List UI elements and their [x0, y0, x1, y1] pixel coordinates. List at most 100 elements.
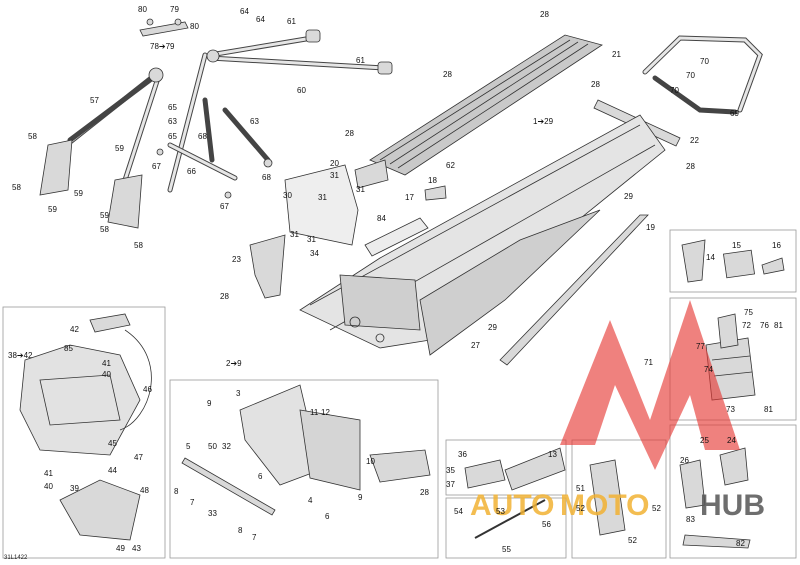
- callout-l7b: 7: [252, 533, 257, 542]
- callout-l8b: 8: [238, 526, 243, 535]
- callout-l63a: 63: [168, 117, 177, 126]
- callout-l67b: 67: [220, 202, 229, 211]
- callout-l70b: 70: [686, 71, 695, 80]
- callout-l14: 14: [706, 253, 715, 262]
- callout-l25: 25: [700, 436, 709, 445]
- callout-l41a: 41: [102, 359, 111, 368]
- callout-l18: 18: [428, 176, 437, 185]
- callout-l66: 66: [187, 167, 196, 176]
- callout-l59a: 59: [115, 144, 124, 153]
- callout-l28c: 28: [345, 129, 354, 138]
- handlebar-bracket-78: [139, 18, 189, 37]
- heat-exchanger-84: [364, 217, 429, 257]
- callout-l13: 13: [548, 450, 557, 459]
- callout-l58d: 58: [134, 241, 143, 250]
- callout-l76: 76: [760, 321, 769, 330]
- callout-l62: 62: [446, 161, 455, 170]
- callout-l31a: 31: [330, 171, 339, 180]
- callout-l67a: 67: [152, 162, 161, 171]
- callout-l28b: 28: [443, 70, 452, 79]
- callout-l65b: 65: [168, 132, 177, 141]
- callout-l27: 27: [471, 341, 480, 350]
- callout-l70c: 70: [670, 86, 679, 95]
- callout-l59b: 59: [74, 189, 83, 198]
- callout-l72: 72: [742, 321, 751, 330]
- box-front-bumper: [2, 306, 166, 559]
- callout-l28d: 28: [591, 80, 600, 89]
- skid-plate-39: [59, 479, 141, 541]
- front-tripod-57: [39, 67, 164, 229]
- callout-l47: 47: [134, 453, 143, 462]
- callout-l48: 48: [140, 486, 149, 495]
- callout-l58a: 58: [28, 132, 37, 141]
- callout-l43: 43: [132, 544, 141, 553]
- callout-l17: 17: [405, 193, 414, 202]
- callout-l20: 20: [330, 159, 339, 168]
- callout-l63b: 63: [250, 117, 259, 126]
- callout-l83: 83: [686, 515, 695, 524]
- callout-l42: 42: [70, 325, 79, 334]
- callout-l61b: 61: [356, 56, 365, 65]
- callout-l46: 46: [143, 385, 152, 394]
- box-hood-support: [169, 379, 439, 559]
- chassis-tunnel: [299, 114, 666, 356]
- callout-l28g: 28: [420, 488, 429, 497]
- watermark-moto: MOTO: [560, 489, 649, 522]
- callout-l33: 33: [208, 509, 217, 518]
- callout-l71: 71: [644, 358, 653, 367]
- callout-l55: 55: [502, 545, 511, 554]
- slider-clip-35: [464, 459, 506, 489]
- callout-l56: 56: [542, 520, 551, 529]
- callout-l50: 50: [208, 442, 217, 451]
- callout-l40b: 40: [44, 482, 53, 491]
- box-slider-clip: [445, 439, 567, 496]
- callout-l41b: 41: [44, 469, 53, 478]
- callout-l28f: 28: [220, 292, 229, 301]
- callout-l4: 4: [308, 496, 313, 505]
- callout-l6b: 6: [325, 512, 330, 521]
- callout-l12: 12: [321, 408, 330, 417]
- hitch-plate-26: [679, 459, 706, 509]
- callout-l7a: 7: [190, 498, 195, 507]
- callout-l78: 78➔79: [150, 42, 175, 51]
- callout-l28a: 28: [540, 10, 549, 19]
- callout-l8a: 8: [174, 487, 179, 496]
- callout-l6a: 6: [258, 472, 263, 481]
- callout-l85: 85: [64, 344, 73, 353]
- callout-l16: 16: [772, 241, 781, 250]
- callout-l68a: 68: [198, 132, 207, 141]
- callout-l77: 77: [696, 342, 705, 351]
- callout-l73: 73: [726, 405, 735, 414]
- callout-l24: 24: [727, 436, 736, 445]
- callout-l31d: 31: [290, 230, 299, 239]
- callout-l29a: 29: [624, 192, 633, 201]
- hitch-24: [719, 447, 749, 486]
- callout-l3842: 38➔42: [8, 351, 33, 360]
- callout-l52c: 52: [628, 536, 637, 545]
- callout-l52b: 52: [652, 504, 661, 513]
- callout-l82: 82: [736, 539, 745, 548]
- footrest-13: [504, 447, 566, 491]
- callout-l10: 10: [366, 457, 375, 466]
- callout-l70a: 70: [700, 57, 709, 66]
- callout-l79: 79: [170, 5, 179, 14]
- bracket-20: [354, 159, 389, 189]
- callout-l31c: 31: [318, 193, 327, 202]
- rear-bumper-69: [642, 35, 763, 115]
- callout-l64b: 64: [256, 15, 265, 24]
- callout-l31b: 31: [356, 185, 365, 194]
- callout-l23: 23: [232, 255, 241, 264]
- callout-l5: 5: [186, 442, 191, 451]
- callout-l49: 49: [116, 544, 125, 553]
- box-rear-bracket: [571, 439, 667, 559]
- callout-l9a: 9: [207, 399, 212, 408]
- callout-l75: 75: [744, 308, 753, 317]
- callout-l36: 36: [458, 450, 467, 459]
- box-bracket-small: [669, 229, 797, 293]
- bracket-14: [681, 239, 706, 283]
- side-panel-30: [284, 164, 359, 246]
- callout-l57: 57: [90, 96, 99, 105]
